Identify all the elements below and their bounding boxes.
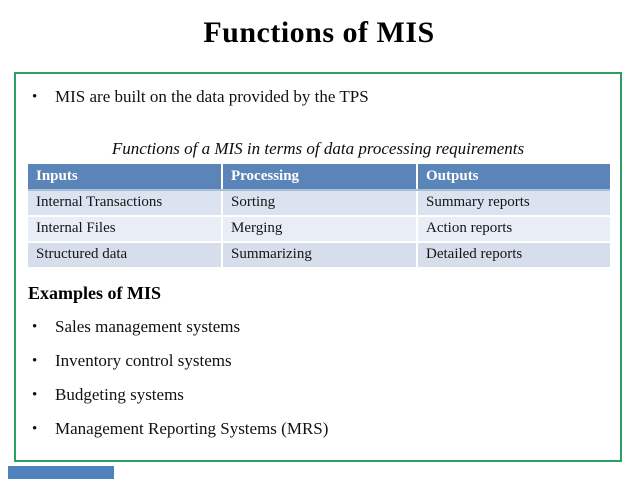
- column-header-processing: Processing: [221, 164, 418, 191]
- bullet-icon: •: [32, 353, 38, 369]
- example-item-text: Management Reporting Systems (MRS): [55, 419, 329, 438]
- bullet-icon: •: [32, 89, 38, 105]
- list-item: • Sales management systems: [30, 313, 620, 341]
- bullet-icon: •: [32, 319, 38, 335]
- table-row: Internal Transactions Sorting Summary re…: [28, 189, 610, 217]
- table-cell: Detailed reports: [416, 241, 610, 269]
- progress-bar: [8, 466, 114, 479]
- table-cell: Summary reports: [416, 189, 610, 217]
- examples-heading: Examples of MIS: [28, 283, 162, 303]
- content-box: • MIS are built on the data provided by …: [14, 72, 622, 462]
- mis-functions-table: Inputs Processing Outputs Internal Trans…: [28, 164, 610, 269]
- list-item: • Management Reporting Systems (MRS): [30, 415, 620, 443]
- bullet-icon: •: [32, 387, 38, 403]
- column-header-outputs: Outputs: [416, 164, 610, 191]
- example-item-text: Budgeting systems: [55, 385, 184, 404]
- table-cell: Summarizing: [221, 241, 418, 269]
- table-cell: Sorting: [221, 189, 418, 217]
- table-caption: Functions of a MIS in terms of data proc…: [111, 139, 525, 158]
- table-cell: Internal Transactions: [28, 189, 223, 217]
- table-row: Structured data Summarizing Detailed rep…: [28, 241, 610, 269]
- table-header-row: Inputs Processing Outputs: [28, 164, 610, 191]
- table-cell: Merging: [221, 215, 418, 243]
- list-item: • Budgeting systems: [30, 381, 620, 409]
- table-row: Internal Files Merging Action reports: [28, 215, 610, 243]
- table-cell: Internal Files: [28, 215, 223, 243]
- examples-list: • Sales management systems • Inventory c…: [16, 313, 620, 443]
- column-header-inputs: Inputs: [28, 164, 223, 191]
- slide-title: Functions of MIS: [203, 16, 435, 49]
- intro-bullet-item: • MIS are built on the data provided by …: [30, 86, 620, 108]
- list-item: • Inventory control systems: [30, 347, 620, 375]
- table-cell: Structured data: [28, 241, 223, 269]
- example-item-text: Sales management systems: [55, 317, 241, 336]
- example-item-text: Inventory control systems: [55, 351, 232, 370]
- table-cell: Action reports: [416, 215, 610, 243]
- bullet-icon: •: [32, 421, 38, 437]
- intro-bullet-text: MIS are built on the data provided by th…: [55, 87, 369, 106]
